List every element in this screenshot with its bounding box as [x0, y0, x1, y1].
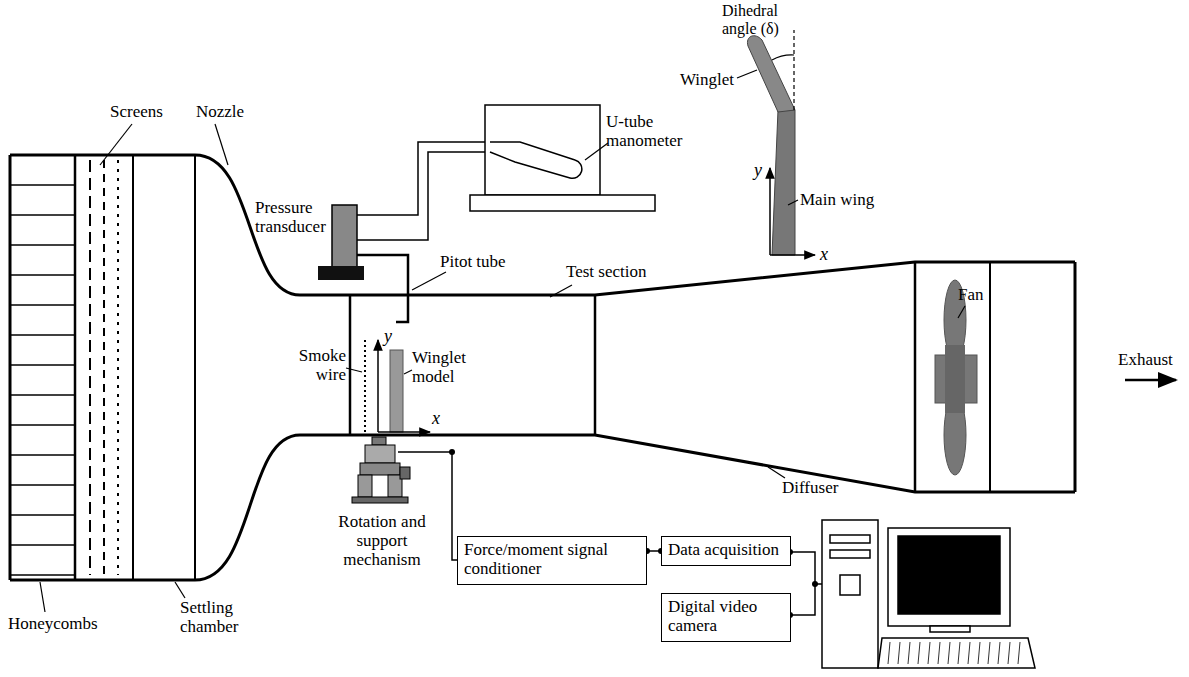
signal-box: Digital video camera	[661, 593, 791, 642]
tunnel-walls	[10, 155, 1075, 580]
wire-dot	[812, 581, 818, 587]
axis-label: y	[384, 326, 392, 346]
box-text: Digital video camera	[668, 597, 784, 635]
winglet-model	[390, 350, 403, 432]
screen-meshes	[90, 160, 118, 575]
axis-label: x	[432, 408, 440, 428]
part-label: Honeycombs	[8, 614, 98, 633]
computer	[822, 520, 1035, 668]
part-label: Winglet	[680, 70, 734, 89]
part-label: Settling chamber	[180, 598, 260, 636]
part-label: Main wing	[800, 190, 874, 209]
part-label: Exhaust	[1118, 350, 1173, 369]
part-label: Test section	[566, 262, 646, 281]
part-label: Fan	[958, 285, 984, 304]
box-text: Force/moment signal conditioner	[464, 540, 640, 578]
wire-dot	[449, 449, 455, 455]
signal-box: Data acquisition	[661, 536, 791, 566]
axis-label: x	[820, 244, 828, 264]
rotation-mechanism	[352, 437, 410, 503]
part-label: Dihedral angle (δ)	[722, 2, 796, 38]
part-label: Pitot tube	[440, 252, 506, 271]
keyboard-keys	[888, 642, 1020, 664]
part-label: Screens	[110, 102, 163, 121]
computer-wires	[790, 552, 822, 615]
pressure-transducer	[318, 205, 364, 280]
part-label: Smoke wire	[288, 346, 346, 384]
exhaust-arrow	[1125, 379, 1176, 382]
part-label: Nozzle	[196, 102, 244, 121]
honeycomb-cells	[10, 185, 75, 575]
pressure-lines	[357, 142, 485, 322]
fan	[935, 280, 977, 475]
smoke-wire	[364, 340, 366, 432]
axis-label: y	[754, 160, 762, 180]
main-wing-sketch	[747, 30, 815, 255]
box-text: Data acquisition	[668, 540, 784, 559]
part-label: Diffuser	[782, 478, 838, 497]
part-label: Winglet model	[412, 348, 476, 386]
part-label: Rotation and support mechanism	[330, 512, 434, 569]
part-label: U-tube manometer	[606, 112, 694, 150]
signal-box: Force/moment signal conditioner	[457, 536, 647, 585]
part-label: Pressure transducer	[255, 198, 331, 236]
